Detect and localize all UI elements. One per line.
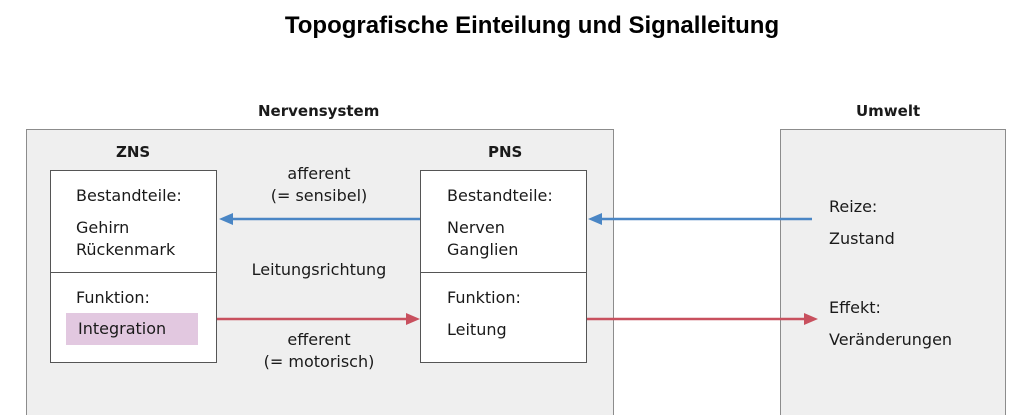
- pns-box: [420, 170, 587, 363]
- leitungsrichtung-label: Leitungsrichtung: [251, 260, 387, 279]
- afferent-arrowhead-left-icon: [219, 213, 233, 225]
- afferent-note: (= sensibel): [270, 186, 368, 205]
- pns-divider: [421, 272, 586, 273]
- zns-divider: [51, 272, 216, 273]
- pns-funktion-label: Funktion:: [447, 288, 521, 307]
- efferent-label: efferent: [287, 330, 351, 349]
- zns-funktion-integration: Integration: [66, 313, 198, 345]
- pns-heading: PNS: [488, 143, 523, 161]
- umwelt-reize: Reize:: [829, 197, 878, 216]
- pns-funktion-leitung: Leitung: [447, 320, 507, 339]
- umwelt-effekt: Effekt:: [829, 298, 881, 317]
- zns-bestandteile-label: Bestandteile:: [76, 186, 182, 205]
- pns-part-nerven: Nerven: [447, 218, 505, 237]
- umwelt-veraenderungen: Veränderungen: [829, 330, 953, 349]
- zns-part-gehirn: Gehirn: [76, 218, 130, 237]
- afferent-label: afferent: [287, 164, 351, 183]
- nervensystem-label: Nervensystem: [258, 102, 380, 120]
- zns-funktion-label: Funktion:: [76, 288, 150, 307]
- zns-part-rueckenmark: Rückenmark: [76, 240, 176, 259]
- efferent-arrowhead-left-icon: [406, 313, 420, 325]
- diagram-title: Topografische Einteilung und Signalleitu…: [284, 12, 780, 39]
- umwelt-panel: [780, 129, 1006, 415]
- pns-part-ganglien: Ganglien: [447, 240, 519, 259]
- zns-heading: ZNS: [116, 143, 151, 161]
- afferent-arrowhead-right-icon: [588, 213, 602, 225]
- efferent-arrowhead-right-icon: [804, 313, 818, 325]
- pns-bestandteile-label: Bestandteile:: [447, 186, 553, 205]
- umwelt-zustand: Zustand: [829, 229, 895, 248]
- umwelt-label: Umwelt: [856, 102, 921, 120]
- efferent-note: (= motorisch): [263, 352, 375, 371]
